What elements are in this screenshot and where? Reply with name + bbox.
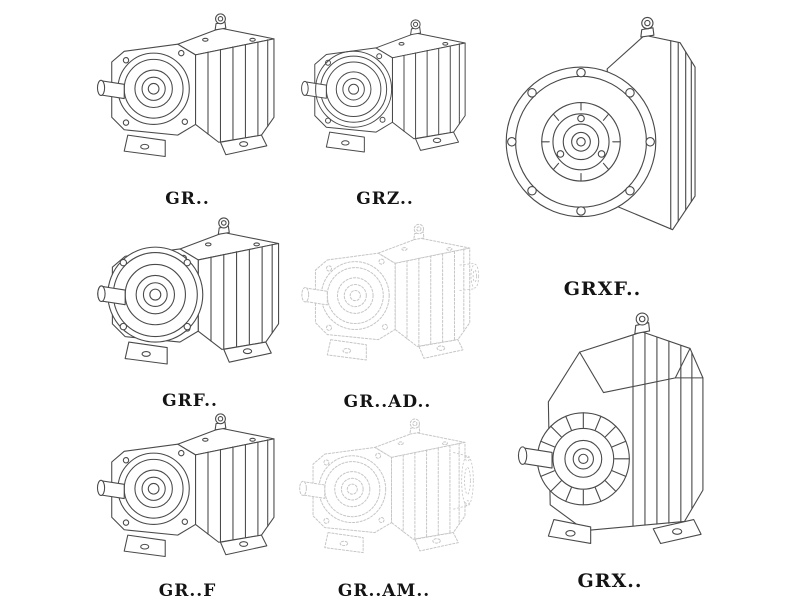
gearbox-drawing-icon <box>85 212 295 390</box>
gearbox-drawing-icon <box>288 410 474 580</box>
figure-grxf: GRXF.. <box>495 0 710 300</box>
figure-label-grx: GRX.. <box>577 570 643 592</box>
figure-label-grz: GRZ.. <box>356 189 414 209</box>
gearbox-drawing-icon <box>495 0 710 278</box>
figure-label-gr: GR.. <box>165 189 210 209</box>
figure-gr-am: GR..AM.. <box>288 410 480 600</box>
gearbox-drawing-icon <box>85 410 290 580</box>
motor-adapter-flange-detail <box>453 452 474 510</box>
figure-label-gr-am: GR..AM.. <box>337 581 431 600</box>
gearbox-drawing-icon <box>85 2 290 188</box>
figure-gr-ad: GR..AD.. <box>290 212 485 413</box>
figure-grx: GRX.. <box>495 298 725 592</box>
figure-gr-f: GR..F <box>85 410 290 600</box>
figure-label-grf: GRF.. <box>162 391 218 411</box>
figure-grf: GRF.. <box>85 212 295 412</box>
input-adapter-detail <box>459 262 480 291</box>
gearbox-drawing-icon <box>290 2 480 188</box>
figure-label-gr-f: GR..F <box>158 581 217 600</box>
gearbox-drawing-icon <box>495 298 725 570</box>
gearbox-drawing-icon <box>290 212 480 391</box>
figure-grz: GRZ.. <box>290 2 480 210</box>
figure-gr: GR.. <box>85 2 290 210</box>
figure-label-grxf: GRXF.. <box>563 278 642 300</box>
figure-label-gr-ad: GR..AD.. <box>343 392 432 412</box>
